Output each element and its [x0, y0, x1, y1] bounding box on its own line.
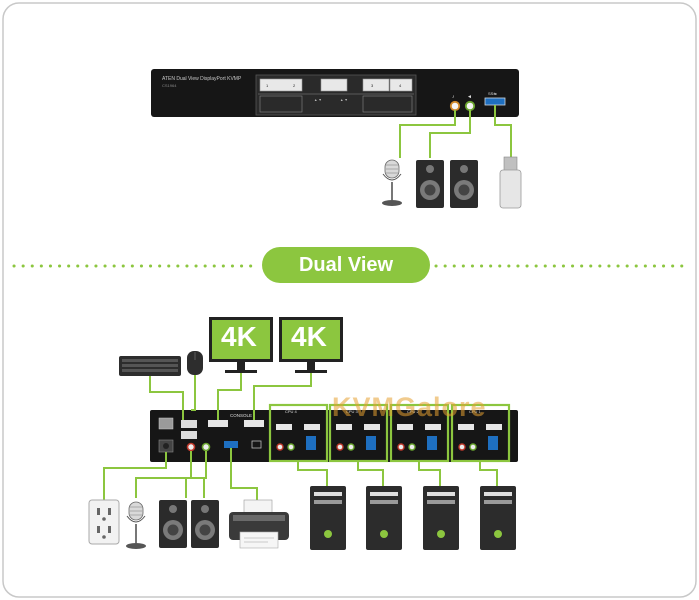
cpu-4-label: CPU 4	[285, 409, 298, 414]
port-button-3	[362, 78, 390, 92]
rear-usb-port-1	[181, 420, 197, 428]
usb-flash-drive-icon	[499, 156, 522, 209]
svg-text:♪: ♪	[452, 94, 455, 100]
rear-usb-port-2	[181, 431, 197, 439]
computer-tower-1-icon	[480, 486, 516, 550]
monitor-left-icon	[209, 317, 273, 373]
front-speaker-left-icon	[416, 160, 444, 208]
cpu-2-label: CPU 2	[407, 409, 420, 414]
front-model-text: CS1964	[162, 83, 177, 88]
rear-panel-unit: CONSOLE	[150, 410, 518, 462]
rear-cables	[103, 373, 498, 500]
cpu-3-label: CPU 3	[346, 409, 359, 414]
ethernet-port	[158, 417, 174, 430]
monitor-right-label: 4K	[291, 321, 327, 352]
rear-mic-jack	[186, 442, 196, 452]
console-label: CONSOLE	[230, 413, 252, 418]
console-dp-port-1	[208, 420, 228, 427]
rear-speaker-right-icon	[191, 500, 219, 548]
rear-usb3-port	[224, 441, 238, 448]
front-panel-unit: ATEN Dual View DisplayPort KVMP CS1964 ▲…	[151, 69, 519, 117]
cpu-port-group-2: CPU 2	[389, 403, 450, 463]
front-speaker-jack	[464, 100, 476, 112]
computer-tower-2-icon	[423, 486, 459, 550]
port-label-4: 4	[399, 83, 402, 88]
computer-tower-3-icon	[366, 486, 402, 550]
front-speaker-right-icon	[450, 160, 478, 208]
svg-text:◄: ◄	[467, 94, 472, 100]
printer-icon	[229, 499, 289, 549]
front-cables	[399, 105, 512, 158]
power-outlet-icon	[88, 499, 120, 545]
rear-microphone-icon	[126, 501, 146, 549]
svg-text:▲ ▼: ▲ ▼	[314, 98, 322, 102]
front-usb-port	[484, 97, 506, 106]
port-button-2	[320, 78, 348, 92]
front-microphone-icon	[382, 159, 402, 206]
front-brand-text: ATEN Dual View DisplayPort KVMP	[162, 76, 242, 82]
keyboard-icon	[119, 356, 181, 376]
front-mic-jack	[449, 100, 461, 112]
computer-tower-4-icon	[310, 486, 346, 550]
rear-unit-body	[150, 410, 518, 462]
console-dp-port-2	[244, 420, 264, 427]
port-button-1	[259, 78, 303, 92]
rear-speaker-left-icon	[159, 500, 187, 548]
cpu-1-label: CPU 1	[469, 409, 482, 414]
port-button-4	[389, 78, 413, 92]
monitor-left-label: 4K	[221, 321, 257, 352]
port-label-1: 1	[266, 83, 269, 88]
monitor-right-icon	[279, 317, 343, 373]
dual-view-banner: Dual View	[262, 247, 430, 283]
mouse-icon	[187, 351, 203, 375]
svg-text:SS⇆: SS⇆	[488, 91, 497, 96]
rear-speaker-jack	[201, 442, 211, 452]
svg-text:▲ ▼: ▲ ▼	[340, 98, 348, 102]
watermark-logo: KVMGalore	[332, 392, 487, 422]
port-label-3: 3	[371, 83, 374, 88]
port-label-2: 2	[293, 83, 296, 88]
